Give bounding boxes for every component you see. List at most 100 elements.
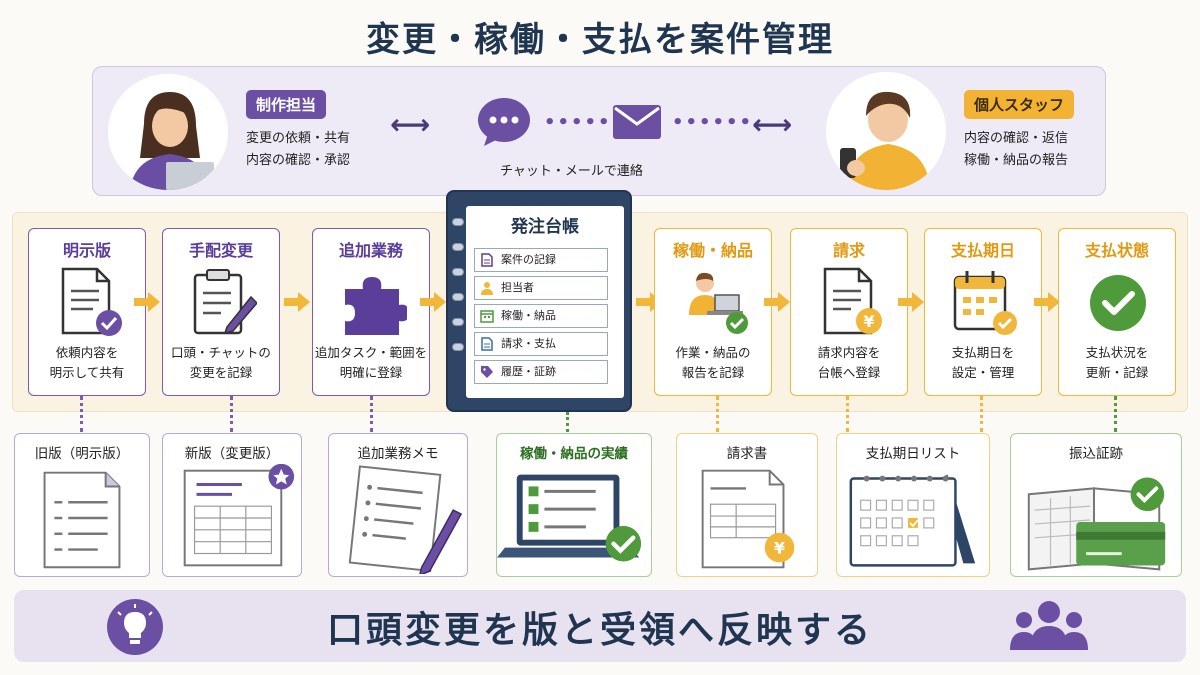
step-billing: 請求 ¥ 請求内容を 台帳へ登録 [790, 228, 908, 396]
step-title: 請求 [832, 241, 865, 260]
ring [452, 268, 464, 276]
step-desc-line: 台帳へ登録 [817, 365, 881, 380]
step-work-delivery: 稼働・納品 作業・納品の 報告を記録 [654, 228, 772, 396]
step-desc: 口頭・チャットの 変更を記録 [163, 343, 279, 383]
invoice-yen-icon: ¥ [823, 267, 882, 335]
doc-additional-work-memo: 追加業務メモ [328, 433, 468, 577]
dotted-connector: •••••• [544, 112, 626, 133]
flow-arrow-icon [898, 292, 924, 312]
ring [452, 318, 464, 326]
doc-title: 旧版（明示版） [34, 446, 130, 462]
dotted-connector [80, 396, 83, 432]
flow-arrow-icon [1034, 292, 1060, 312]
doc-transfer-evidence: 振込証跡 [1010, 433, 1182, 577]
step-desc: 作業・納品の 報告を記録 [655, 343, 771, 383]
ledger-row-label: 履歴・証跡 [501, 365, 556, 378]
calendar-icon [480, 310, 494, 323]
flow-arrow-icon [284, 292, 310, 312]
step-desc-line: 追加タスク・範囲を [314, 345, 428, 360]
lightbulb-icon [107, 599, 163, 655]
doc-old-version: 旧版（明示版） [14, 433, 150, 577]
production-staff-desc-line: 内容の確認・承認 [246, 153, 351, 168]
step-desc-line: 依頼内容を [55, 345, 119, 360]
dotted-connector: •••••• [672, 112, 754, 133]
production-staff-tag: 制作担当 [246, 90, 327, 119]
ledger-row-history: 履歴・証跡 [474, 360, 608, 384]
book-rings [452, 218, 464, 368]
ring [452, 243, 464, 251]
step-desc-line: 設定・管理 [951, 365, 1015, 380]
step-desc: 支払期日を 設定・管理 [925, 343, 1041, 383]
step-title: 支払期日 [950, 241, 1015, 260]
footer-message: 口頭変更を版と受領へ反映する [326, 610, 873, 651]
step-explicit-version: 明示版 依頼内容を 明示して共有 [28, 228, 146, 396]
order-ledger-book: 発注台帳 案件の記録 担当者 稼働・納品 請求・支払 履歴・証跡 [446, 190, 632, 412]
doc-title: 支払期日リスト [865, 446, 961, 462]
production-staff-desc: 変更の依頼・共有 内容の確認・承認 [246, 128, 350, 172]
step-title: 追加業務 [338, 241, 403, 260]
footer-banner: 口頭変更を版と受領へ反映する [14, 590, 1186, 662]
step-desc-line: 変更を記録 [189, 365, 253, 380]
flow-arrow-icon [420, 292, 446, 312]
dotted-connector [230, 396, 233, 432]
step-desc-line: 作業・納品の [675, 345, 751, 360]
invoice-icon [481, 337, 493, 351]
ledger-title: 発注台帳 [511, 217, 579, 237]
step-desc-line: 請求内容を [817, 345, 881, 360]
laptop-checklist-illustration [497, 474, 642, 562]
doc-title: 稼働・納品の実績 [520, 446, 628, 462]
step-desc-line: 支払状況を [1085, 345, 1149, 360]
individual-staff-desc-line: 内容の確認・返信 [964, 131, 1069, 146]
dotted-connector [1114, 396, 1117, 432]
step-desc: 依頼内容を 明示して共有 [29, 343, 145, 383]
ledger-page: 発注台帳 案件の記録 担当者 稼働・納品 請求・支払 履歴・証跡 [466, 206, 624, 398]
dotted-connector [980, 396, 983, 432]
clipboard-pen-icon [193, 269, 257, 335]
document-check-icon [61, 267, 122, 336]
ledger-row-billing: 請求・支払 [474, 332, 608, 356]
puzzle-piece-icon [345, 277, 407, 335]
ledger-row-label: 稼働・納品 [501, 309, 556, 322]
double-arrow-icon: ⟷ [752, 108, 793, 141]
ledger-row-person: 担当者 [474, 276, 608, 300]
contact-method-label: チャット・メールで連絡 [500, 164, 643, 179]
dotted-connector [846, 396, 849, 432]
ledger-row-work: 稼働・納品 [474, 304, 608, 328]
dotted-connector [716, 396, 719, 432]
ledger-row-label: 担当者 [501, 281, 534, 294]
calendar-check-icon [953, 271, 1017, 335]
production-staff-avatar [108, 74, 228, 190]
step-payment-due: 支払期日 支払期日を 設定・管理 [924, 228, 1042, 396]
desk-calendar-illustration [849, 474, 976, 567]
ledger-row-label: 請求・支払 [501, 337, 556, 350]
document-illustration [43, 471, 121, 569]
worker-laptop-icon [689, 272, 748, 334]
ledger-row-label: 案件の記録 [501, 253, 556, 266]
dotted-connector [566, 412, 569, 432]
check-circle-icon [1090, 275, 1146, 331]
doc-work-delivery-records: 稼働・納品の実績 [496, 433, 652, 577]
doc-title: 新版（変更版） [184, 446, 280, 462]
step-payment-status: 支払状態 支払状況を 更新・記録 [1058, 228, 1176, 396]
step-title: 明示版 [62, 241, 111, 260]
table-document-illustration [183, 464, 295, 567]
memo-pen-illustration [348, 465, 463, 574]
individual-staff-desc: 内容の確認・返信 稼働・納品の報告 [964, 128, 1068, 172]
step-arrangement-change: 手配変更 口頭・チャットの 変更を記録 [162, 228, 280, 396]
step-desc-line: 明確に登録 [339, 365, 403, 380]
step-title: 手配変更 [188, 241, 253, 260]
production-staff-desc-line: 変更の依頼・共有 [246, 131, 351, 146]
step-desc-line: 支払期日を [951, 345, 1015, 360]
team-group-icon [1010, 601, 1088, 650]
svg-text:¥: ¥ [774, 539, 785, 558]
flow-arrow-icon [764, 292, 790, 312]
step-title: 稼働・納品 [672, 241, 753, 260]
dotted-connector [370, 396, 373, 432]
tag-icon [481, 366, 493, 378]
step-desc: 追加タスク・範囲を 明確に登録 [313, 343, 429, 383]
individual-staff-desc-line: 稼働・納品の報告 [964, 153, 1069, 168]
doc-title: 追加業務メモ [357, 446, 439, 462]
doc-invoice: 請求書 ¥ [676, 433, 818, 577]
doc-title: 請求書 [726, 446, 768, 462]
individual-staff-avatar [826, 72, 946, 190]
